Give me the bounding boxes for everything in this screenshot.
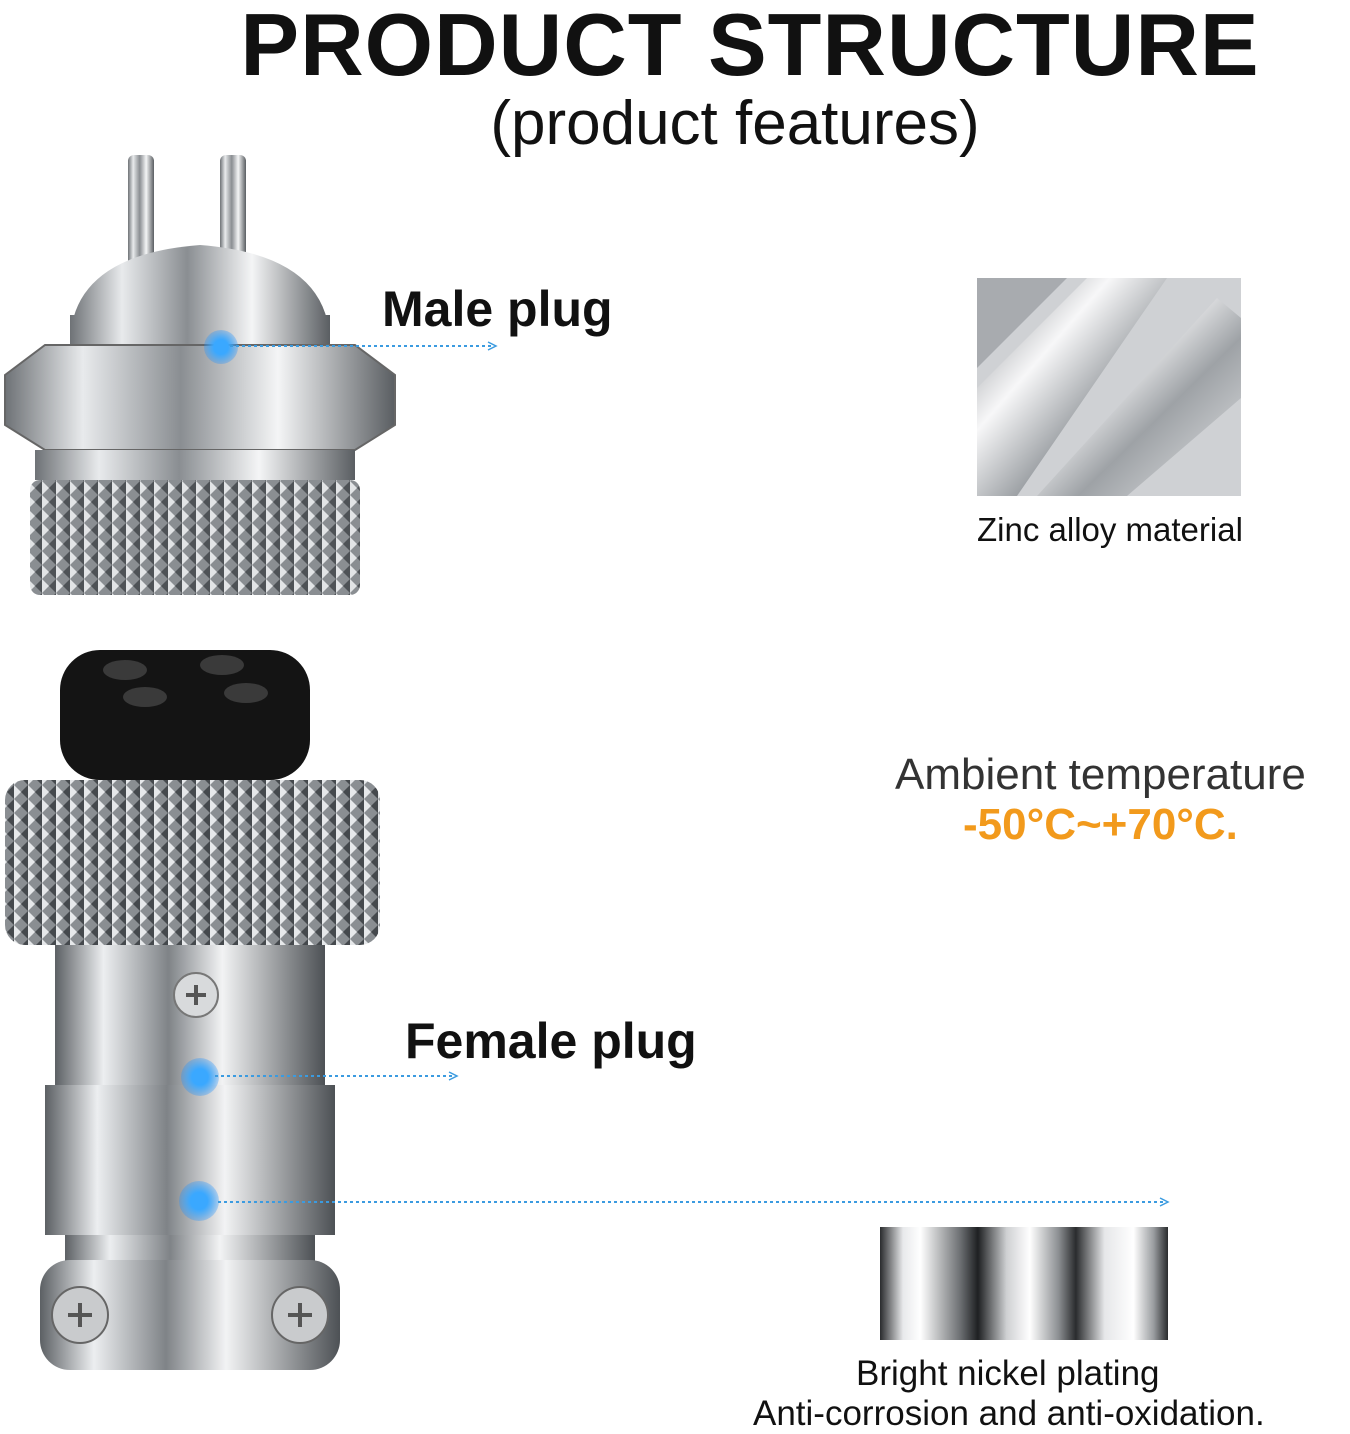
female-plug-pointer-line (215, 1071, 459, 1081)
zinc-alloy-swatch (977, 278, 1241, 496)
plating-marker (179, 1181, 219, 1221)
page-title: PRODUCT STRUCTURE (240, 0, 1260, 94)
temperature-range: -50°C~+70°C. (963, 800, 1238, 849)
zinc-alloy-caption: Zinc alloy material (977, 511, 1243, 548)
plating-caption-line1: Bright nickel plating (856, 1354, 1160, 1393)
plating-caption-line2: Anti-corrosion and anti-oxidation. (753, 1394, 1265, 1433)
page-subtitle: (product features) (490, 89, 980, 158)
male-plug-pointer-line (230, 341, 498, 351)
female-plug-marker (181, 1058, 219, 1096)
male-plug-label: Male plug (382, 281, 613, 337)
male-plug-image (4, 155, 396, 595)
female-plug-label: Female plug (405, 1013, 697, 1069)
temperature-label: Ambient temperature (895, 750, 1306, 799)
plating-pointer-line (218, 1197, 1170, 1207)
nickel-plating-swatch (880, 1227, 1168, 1340)
female-plug-image (5, 650, 380, 1370)
